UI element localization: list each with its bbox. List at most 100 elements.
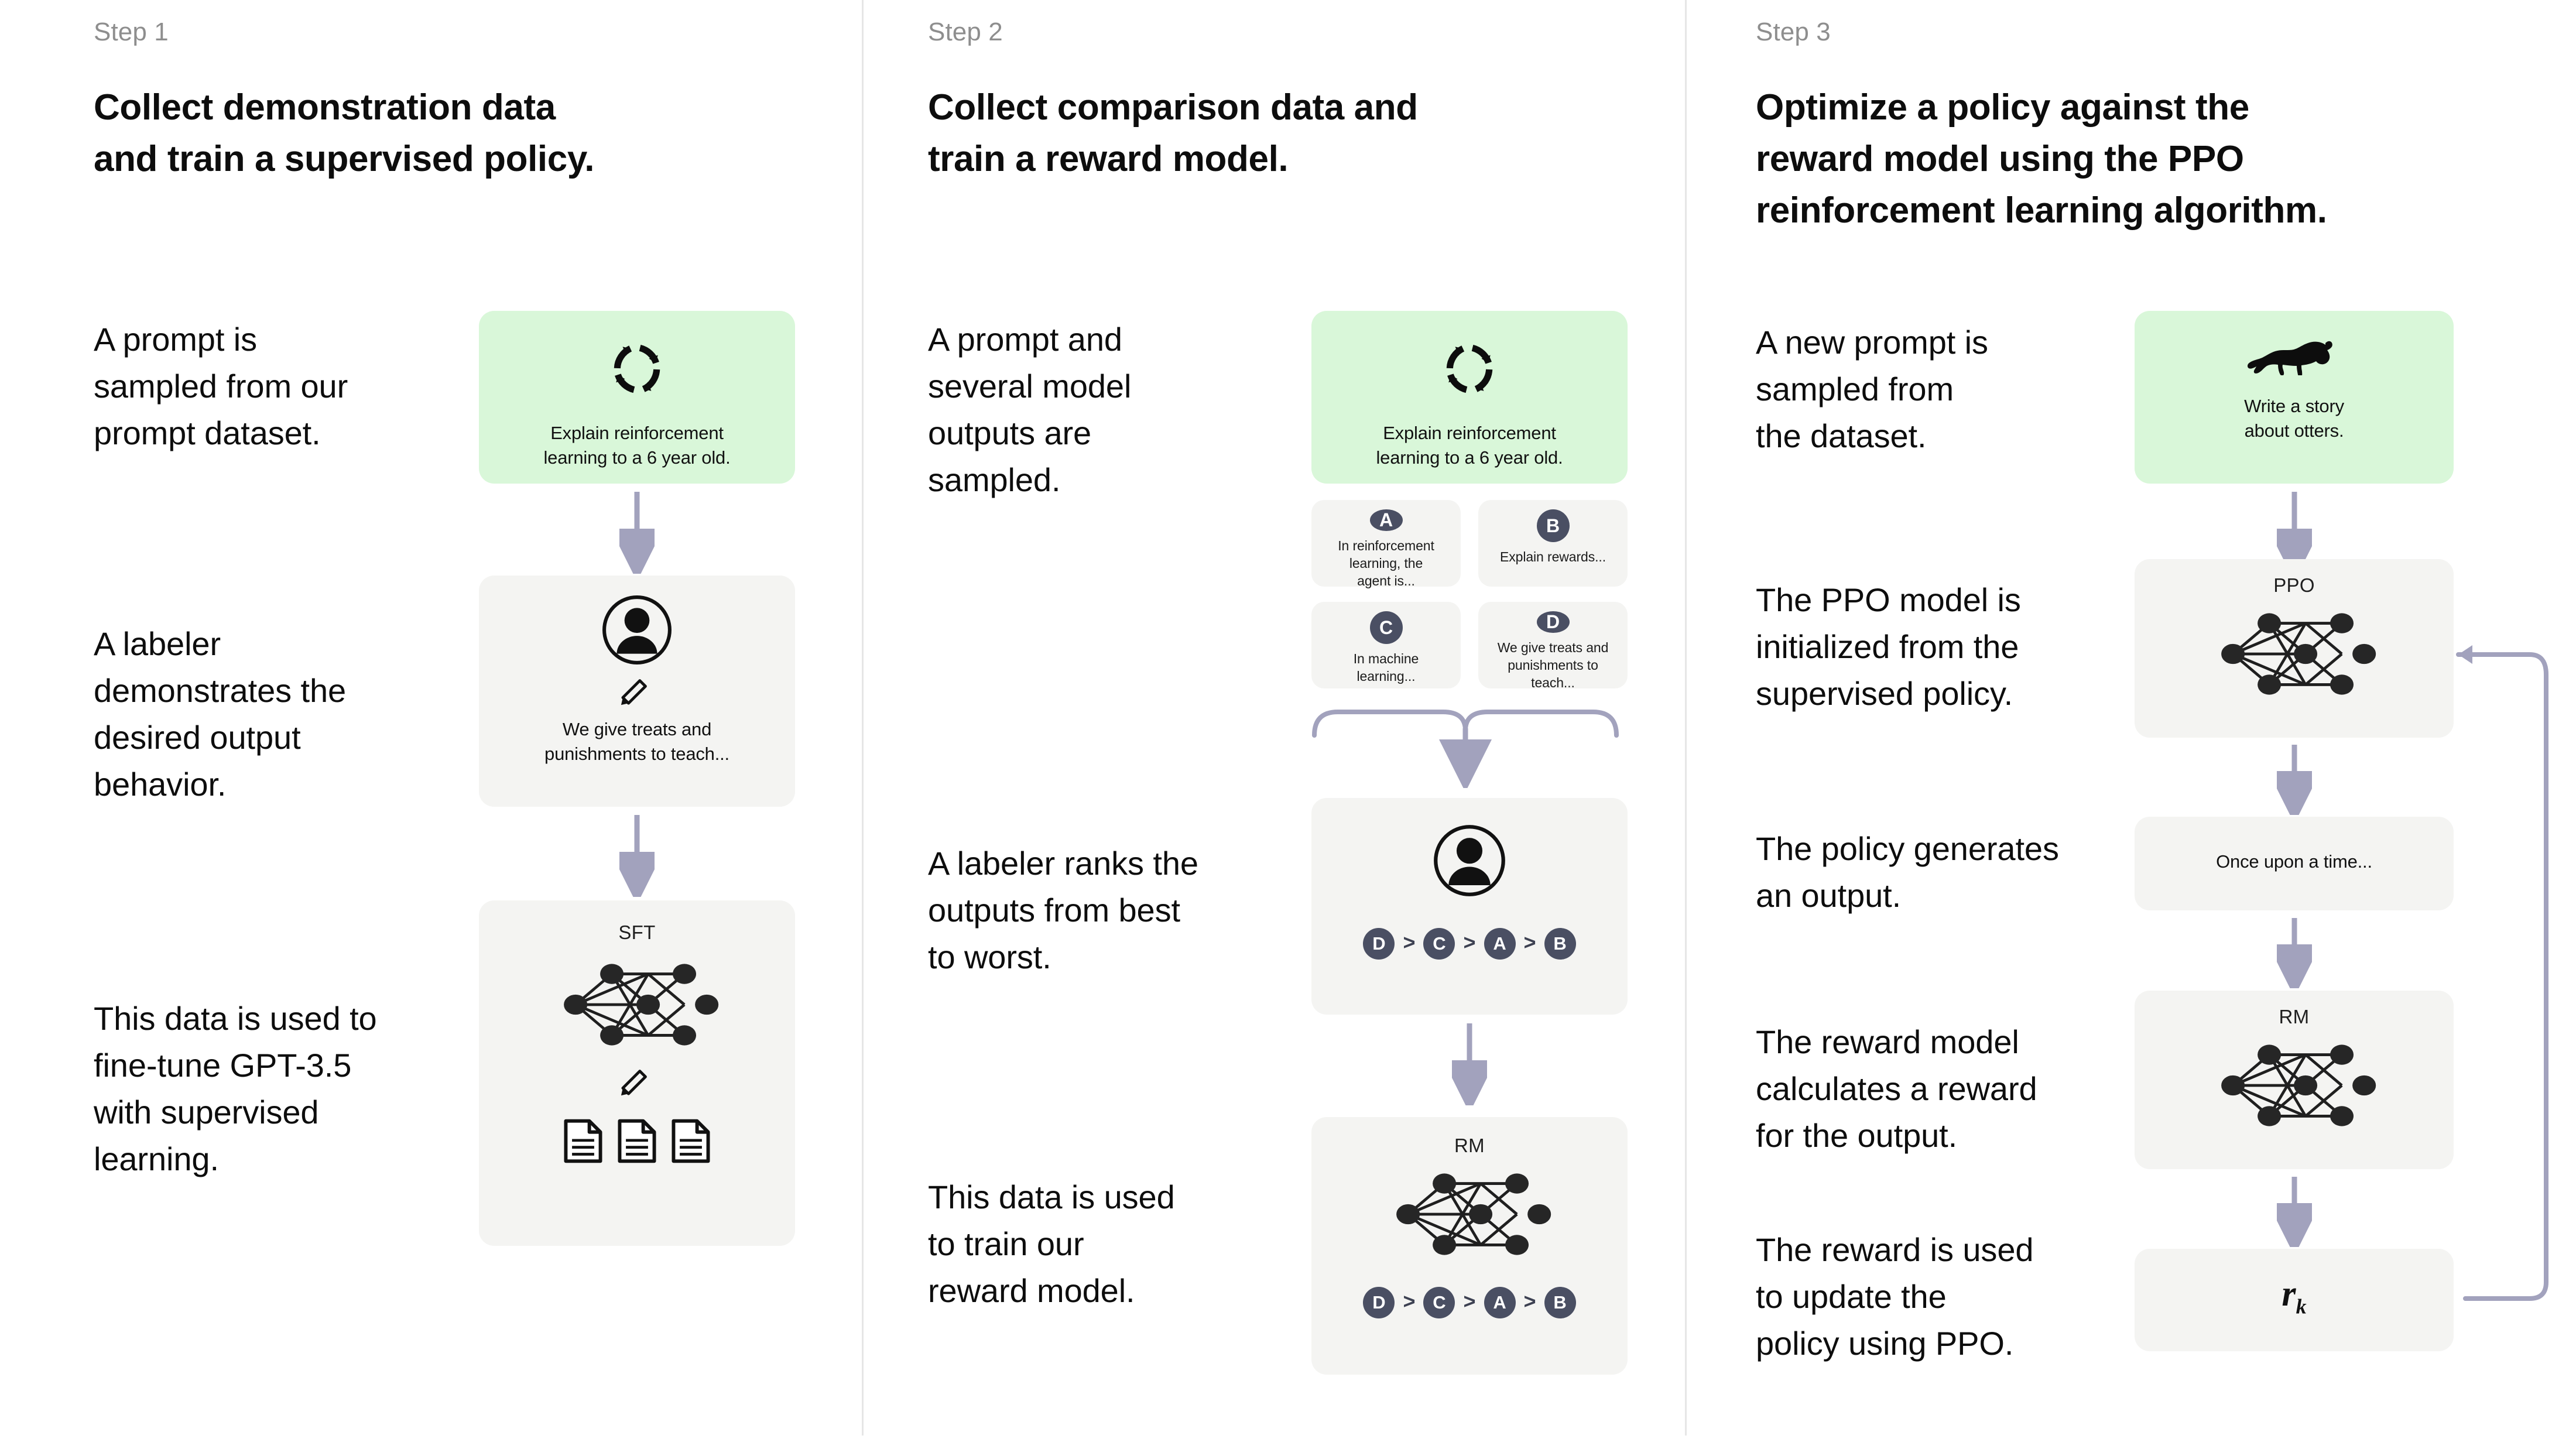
step-2-ranking-row: D > C > A > B xyxy=(1311,928,1628,960)
step-1-sft-title: SFT xyxy=(618,922,656,943)
step-3-title: Optimize a policy against the reward mod… xyxy=(1756,82,2529,237)
rank-badge-2: C xyxy=(1423,1287,1455,1318)
step-2-merge-brace xyxy=(1312,710,1619,788)
rank-separator: > xyxy=(1403,1289,1416,1313)
step-3-description-4: The reward model calculates a reward for… xyxy=(1756,1023,2037,1154)
step-2-label: Step 2 xyxy=(928,18,1003,46)
person-circle-icon xyxy=(601,594,673,666)
step-2-option-card-b[interactable]: B Explain rewards... xyxy=(1478,500,1628,587)
option-badge-b: B xyxy=(1536,509,1570,542)
step-3-title-line-3: reinforcement learning algorithm. xyxy=(1756,190,2327,231)
step-3-description-3: The policy generates an output. xyxy=(1756,830,2059,914)
document-icon xyxy=(562,1118,604,1164)
step-1-description-1: A prompt is sampled from our prompt data… xyxy=(94,321,348,451)
neural-network-icon xyxy=(2211,1039,2378,1132)
reward-symbol-r: r xyxy=(2282,1274,2296,1314)
option-badge-a: A xyxy=(1369,509,1403,531)
cycle-arrows-icon xyxy=(607,339,667,400)
step-2-column: Step 2 Collect comparison data and train… xyxy=(864,0,1685,1449)
reward-symbol: rk xyxy=(2135,1273,2454,1318)
step-1-prompt-card[interactable]: Explain reinforcement learning to a 6 ye… xyxy=(479,311,795,484)
option-text-a: In reinforcement learning, the agent is.… xyxy=(1338,538,1434,588)
otter-icon xyxy=(2247,341,2332,375)
column-divider-1 xyxy=(862,0,864,1436)
step-3-title-line-2: reward model using the PPO xyxy=(1756,139,2244,179)
rank-badge-1: D xyxy=(1363,1287,1395,1318)
pencil-icon xyxy=(620,673,654,707)
step-3-description-1: A new prompt is sampled from the dataset… xyxy=(1756,324,1988,454)
step-1-arrow-1 xyxy=(619,492,655,574)
reward-symbol-k: k xyxy=(2296,1294,2307,1318)
step-3-ppo-card[interactable]: PPO xyxy=(2135,559,2454,738)
step-2-option-card-c[interactable]: C In machine learning... xyxy=(1311,602,1461,688)
option-badge-c: C xyxy=(1369,611,1403,644)
step-2-title-line-1: Collect comparison data and xyxy=(928,87,1418,128)
rank-separator: > xyxy=(1403,930,1416,954)
step-2-title: Collect comparison data and train a rewa… xyxy=(928,82,1660,185)
step-1-title-line-1: Collect demonstration data xyxy=(94,87,556,128)
step-2-arrow-to-rm xyxy=(1452,1023,1487,1105)
step-1-labeler-card[interactable]: We give treats and punishments to teach.… xyxy=(479,576,795,807)
step-2-prompt-card[interactable]: Explain reinforcement learning to a 6 ye… xyxy=(1311,311,1628,484)
step-3-rm-title: RM xyxy=(2279,1006,2310,1027)
document-icon xyxy=(670,1118,712,1164)
document-icon xyxy=(616,1118,658,1164)
step-3-output-text: Once upon a time... xyxy=(2216,851,2372,872)
step-2-labeler-rank-card[interactable]: D > C > A > B xyxy=(1311,798,1628,1015)
step-3-reward-model-card[interactable]: RM xyxy=(2135,991,2454,1169)
step-1-sft-card[interactable]: SFT xyxy=(479,900,795,1246)
rank-separator: > xyxy=(1523,1289,1536,1313)
neural-network-icon xyxy=(553,958,721,1051)
step-2-option-card-a[interactable]: A In reinforcement learning, the agent i… xyxy=(1311,500,1461,588)
step-1-arrow-2 xyxy=(619,815,655,897)
option-text-b: Explain rewards... xyxy=(1500,549,1606,564)
step-2-description-3: This data is used to train our reward mo… xyxy=(928,1179,1175,1309)
step-2-prompt-text: Explain reinforcement learning to a 6 ye… xyxy=(1376,423,1563,468)
step-2-title-line-2: train a reward model. xyxy=(928,139,1289,179)
step-1-title: Collect demonstration data and train a s… xyxy=(94,82,796,185)
step-2-rm-ranking-row: D > C > A > B xyxy=(1311,1287,1628,1318)
rank-separator: > xyxy=(1463,930,1476,954)
rank-badge-2: C xyxy=(1423,928,1455,960)
neural-network-icon xyxy=(1386,1167,1553,1261)
option-text-c: In machine learning... xyxy=(1353,651,1419,684)
step-1-documents-row xyxy=(479,1118,795,1164)
step-3-arrow-4 xyxy=(2277,1177,2312,1247)
step-3-description-2: The PPO model is initialized from the su… xyxy=(1756,581,2021,712)
step-3-label: Step 3 xyxy=(1756,18,1831,46)
neural-network-icon xyxy=(2211,607,2378,701)
pencil-icon xyxy=(620,1063,654,1097)
rank-badge-4: B xyxy=(1544,1287,1576,1318)
rank-badge-4: B xyxy=(1544,928,1576,960)
step-3-output-card[interactable]: Once upon a time... xyxy=(2135,817,2454,910)
option-badge-d: D xyxy=(1536,611,1570,633)
step-2-description-2: A labeler ranks the outputs from best to… xyxy=(928,845,1198,975)
step-3-prompt-text: Write a story about otters. xyxy=(2244,396,2344,441)
step-2-description-1: A prompt and several model outputs are s… xyxy=(928,321,1132,498)
rank-badge-1: D xyxy=(1363,928,1395,960)
step-3-column: Step 3 Optimize a policy against the rew… xyxy=(1687,0,2576,1449)
option-text-d: We give treats and punishments to teach.… xyxy=(1497,640,1609,690)
rank-badge-3: A xyxy=(1484,1287,1516,1318)
rank-separator: > xyxy=(1463,1289,1476,1313)
reward-feedback-arrow xyxy=(2456,645,2548,1301)
step-2-reward-model-card[interactable]: RM D > C > A > B xyxy=(1311,1117,1628,1375)
step-1-description-3: This data is used to fine-tune GPT-3.5 w… xyxy=(94,1000,377,1177)
step-3-title-line-1: Optimize a policy against the xyxy=(1756,87,2249,128)
step-1-label: Step 1 xyxy=(94,18,169,46)
step-3-prompt-card[interactable]: Write a story about otters. xyxy=(2135,311,2454,484)
step-2-rm-title: RM xyxy=(1454,1135,1485,1156)
step-3-ppo-title: PPO xyxy=(2273,574,2315,596)
step-3-reward-card[interactable]: rk xyxy=(2135,1249,2454,1351)
step-1-title-line-2: and train a supervised policy. xyxy=(94,139,595,179)
step-3-arrow-1 xyxy=(2277,492,2312,574)
step-3-arrow-3 xyxy=(2277,918,2312,988)
rank-badge-3: A xyxy=(1484,928,1516,960)
step-3-description-5: The reward is used to update the policy … xyxy=(1756,1231,2034,1362)
column-divider-2 xyxy=(1685,0,1687,1436)
step-1-labeler-text: We give treats and punishments to teach.… xyxy=(544,719,729,764)
step-1-description-2: A labeler demonstrates the desired outpu… xyxy=(94,625,347,803)
cycle-arrows-icon xyxy=(1439,339,1500,400)
step-2-option-card-d[interactable]: D We give treats and punishments to teac… xyxy=(1478,602,1628,690)
